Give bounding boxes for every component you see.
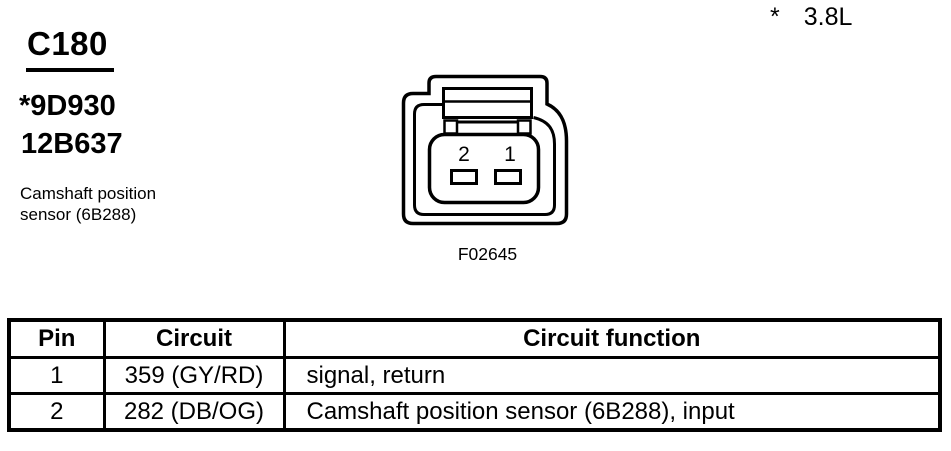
connector-figure: 2 1 F02645 <box>395 68 580 268</box>
table-row: 2 282 (DB/OG) Camshaft position sensor (… <box>7 392 942 432</box>
engine-note: * 3.8L <box>770 5 852 30</box>
column-header-pin: Pin <box>7 318 106 359</box>
figure-caption: F02645 <box>457 244 518 264</box>
description-line-2: sensor (6B288) <box>20 205 137 224</box>
pin-cell: 1 <box>7 356 106 395</box>
circuit-function-cell: Camshaft position sensor (6B288), input <box>282 392 942 432</box>
description-line-1: Camshaft position <box>20 184 157 203</box>
circuit-cell: 359 (GY/RD) <box>102 356 286 395</box>
pinout-table: Pin Circuit Circuit function 1 359 (GY/R… <box>7 318 942 432</box>
connector-id: C180 <box>27 25 108 62</box>
table-header-row: Pin Circuit Circuit function <box>7 318 942 359</box>
pin-2-label: 2 <box>458 143 470 166</box>
pin-2-slot <box>450 169 478 185</box>
connector-inner-shell <box>413 103 556 216</box>
lock-tab-ear-left <box>443 119 459 135</box>
lock-tab-ear-right <box>516 119 532 135</box>
part-number-1: *9D930 <box>19 90 116 122</box>
connector-face-diagram: 2 1 <box>401 74 569 226</box>
lock-tab <box>442 87 533 119</box>
pin-1-slot <box>494 169 522 185</box>
pin-cavity-outline <box>427 132 541 205</box>
connector-id-underline <box>26 68 114 72</box>
circuit-function-cell: signal, return <box>282 356 942 395</box>
table-row: 1 359 (GY/RD) signal, return <box>7 356 942 395</box>
connector-outer-shell <box>401 74 569 226</box>
pin-1-label: 1 <box>504 143 516 166</box>
column-header-circuit: Circuit <box>102 318 286 359</box>
part-number-2: 12B637 <box>21 128 123 160</box>
footnote-asterisk: * <box>770 3 780 31</box>
pin-cell: 2 <box>7 392 106 432</box>
circuit-cell: 282 (DB/OG) <box>102 392 286 432</box>
connector-description: Camshaft position sensor (6B288) <box>20 183 156 225</box>
engine-size-label: 3.8L <box>803 3 853 31</box>
column-header-circuit-function: Circuit function <box>282 318 942 359</box>
